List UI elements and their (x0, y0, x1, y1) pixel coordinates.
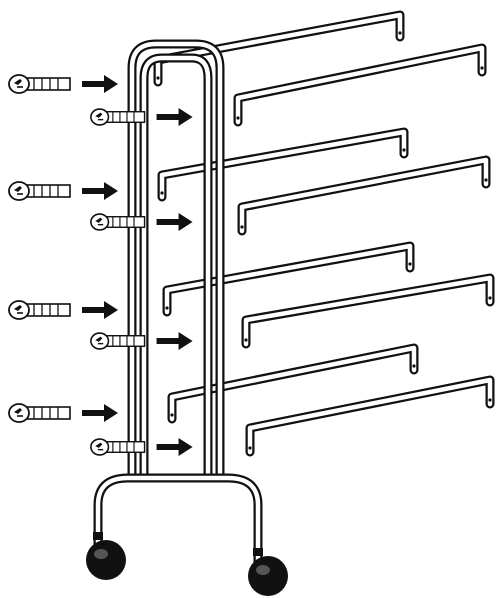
shelf-bars (153, 10, 495, 457)
shelf-bar (241, 273, 495, 349)
bolts (8, 74, 146, 456)
arrow-right-icon (82, 182, 118, 200)
shelf-bar (167, 343, 419, 424)
shelf-bar (245, 375, 495, 457)
bolt-icon (90, 108, 146, 126)
bolt-icon (8, 181, 71, 201)
base-arch (93, 473, 263, 573)
arrow-right-icon (156, 108, 193, 126)
frame-inner-loop (139, 53, 213, 483)
shelf-bar (153, 10, 405, 87)
rack-frame (127, 39, 225, 483)
arrow-right-icon (82, 301, 118, 319)
casters (86, 540, 288, 596)
arrow-right-icon (156, 213, 193, 231)
shelf-bar (157, 127, 409, 202)
shelf-bar (162, 241, 415, 317)
bolt-icon (90, 332, 146, 350)
rack-base (93, 473, 263, 573)
shelf-bar (237, 155, 491, 236)
bolt-icon (90, 213, 146, 231)
frame-outer-loop (127, 39, 225, 483)
caster-wheel (86, 540, 126, 580)
arrow-right-icon (82, 75, 118, 93)
arrow-right-icon (156, 332, 193, 350)
caster-wheel (248, 556, 288, 596)
bolt-icon (90, 438, 146, 456)
arrow-right-icon (82, 404, 118, 422)
bolt-icon (8, 300, 71, 320)
insert-arrows (82, 75, 193, 456)
bolt-icon (8, 403, 71, 423)
bolt-icon (8, 74, 71, 94)
arrow-right-icon (156, 438, 193, 456)
shelf-bar (233, 43, 487, 127)
